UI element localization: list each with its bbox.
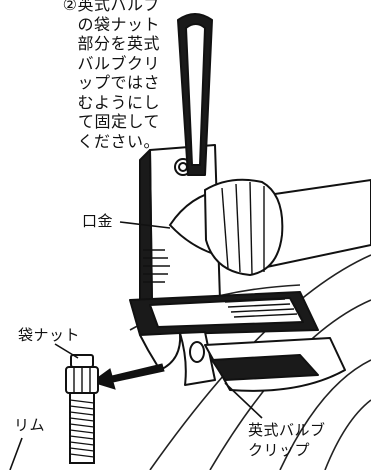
instruction-line: ②英式バルブ bbox=[62, 0, 160, 14]
instruction-line: むようにし bbox=[77, 92, 160, 112]
rim-label: リム bbox=[14, 416, 46, 434]
valve-clip-label: 英式バルブ クリップ bbox=[248, 421, 326, 459]
pump-collar bbox=[168, 178, 284, 277]
direction-arrow bbox=[90, 363, 165, 390]
leader-lines bbox=[9, 221, 263, 470]
kuchigane-label: 口金 bbox=[82, 212, 114, 230]
valve-nut bbox=[65, 354, 99, 464]
instruction-line: 部分を英式 bbox=[77, 34, 160, 53]
clip-base bbox=[129, 291, 319, 336]
instruction-line: ください。 bbox=[77, 131, 160, 151]
instruction-line: ップではさ bbox=[77, 73, 160, 92]
instruction-line: の袋ナット bbox=[77, 14, 160, 34]
clip-jaws bbox=[139, 331, 346, 392]
instruction-line: バルブクリ bbox=[77, 53, 160, 73]
instruction-text: ②英式バルブ の袋ナット 部分を英式 バルブクリ ップではさ むようにし て固定… bbox=[0, 0, 160, 151]
instruction-line: て固定して bbox=[77, 112, 160, 131]
nut-label: 袋ナット bbox=[18, 326, 81, 344]
lever bbox=[177, 13, 213, 176]
